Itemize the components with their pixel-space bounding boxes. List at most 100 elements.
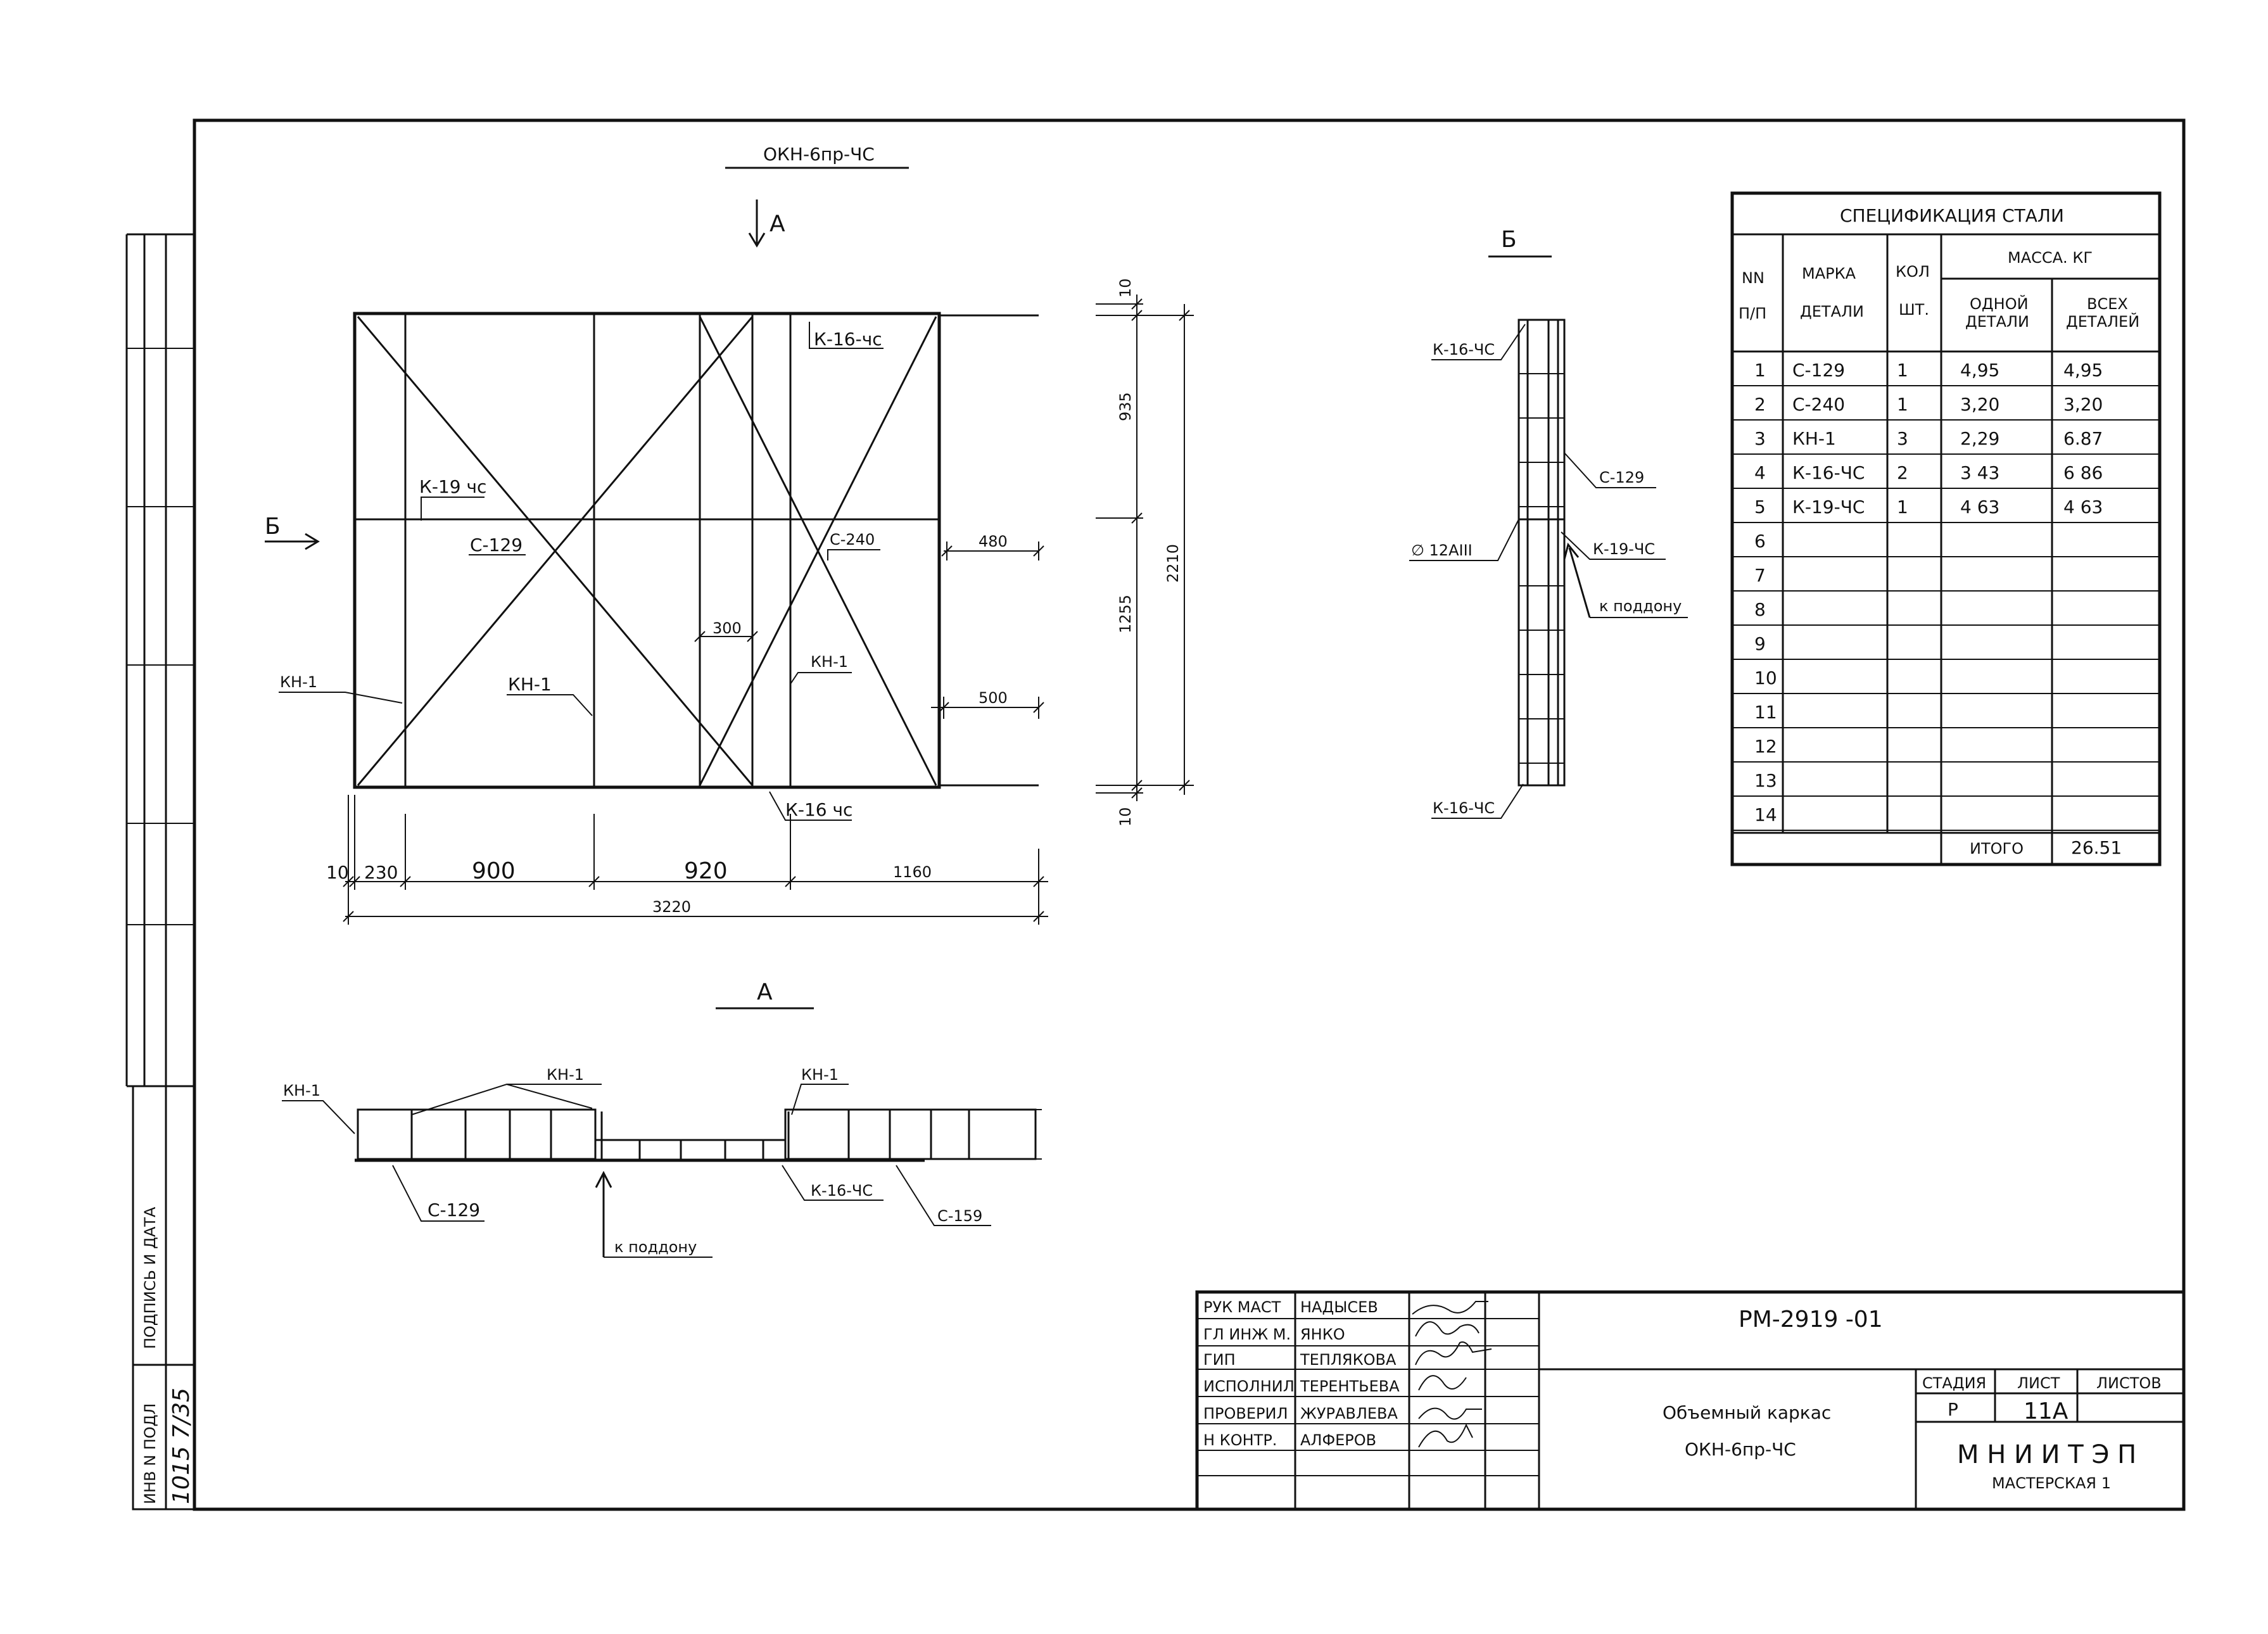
dim-horizontal-chain — [343, 795, 1048, 925]
view-arrow-b-label: Б — [265, 514, 281, 540]
title-block-role: ИСПОЛНИЛ — [1203, 1378, 1295, 1395]
dim-500-value: 500 — [979, 689, 1008, 707]
spec-cell-n: 11 — [1754, 702, 1777, 723]
label-c240: С-240 — [830, 531, 875, 548]
dim-b900: 900 — [472, 858, 516, 884]
stamp-sign-label: ПОДПИСЬ И ДАТА — [141, 1206, 159, 1349]
stage-header: СТАДИЯ — [1922, 1374, 1986, 1392]
dim-2210: 2210 — [1164, 544, 1182, 583]
spec-cell-mark: К-19-ЧС — [1792, 497, 1865, 517]
dim-vertical-chain — [1096, 294, 1194, 801]
organization-name: М Н И И Т Э П — [1957, 1440, 2136, 1469]
section-a-k16: К-16-ЧС — [811, 1182, 873, 1200]
spec-header-one-1: ОДНОЙ — [1970, 294, 2029, 313]
dim-b1160: 1160 — [893, 863, 932, 881]
spec-cell-n: 8 — [1754, 599, 1766, 620]
spec-cell-all: 4 63 — [2063, 497, 2103, 517]
spec-cell-n: 12 — [1754, 736, 1777, 757]
sheet-frame — [125, 118, 2186, 1511]
section-a-plan — [355, 1108, 1042, 1162]
spec-header-all-2: ДЕТАЛЕЙ — [2066, 312, 2139, 331]
spec-header-marka: МАРКА — [1802, 265, 1856, 282]
signatures — [1412, 1301, 1492, 1448]
section-a-c129: С-129 — [428, 1200, 480, 1220]
spec-cell-all: 6 86 — [2063, 462, 2103, 483]
spec-cell-qty: 1 — [1897, 497, 1908, 517]
spec-cell-n: 1 — [1754, 360, 1766, 381]
dim-300-value: 300 — [713, 619, 742, 637]
spec-cell-n: 9 — [1754, 633, 1766, 654]
spec-cell-mark: КН-1 — [1792, 428, 1836, 449]
label-k19: К-19 чс — [419, 476, 486, 497]
section-a-pallet-arrow — [595, 1170, 713, 1258]
cage-elevation — [353, 312, 1039, 789]
spec-cell-n: 7 — [1754, 565, 1766, 586]
spec-cell-n: 14 — [1754, 804, 1777, 825]
document-code: РМ-2919 -01 — [1739, 1307, 1883, 1333]
title-block-role: ГЛ ИНЖ М. — [1203, 1326, 1291, 1343]
title-block-role: РУК МАСТ — [1203, 1298, 1281, 1316]
section-a-to-pallet: к поддону — [614, 1238, 697, 1256]
dim-480-value: 480 — [979, 533, 1008, 550]
spec-header-nn: NN — [1742, 269, 1764, 287]
spec-cell-qty: 2 — [1897, 462, 1908, 483]
label-kh1-right: КН-1 — [811, 653, 848, 671]
spec-table-grid — [1730, 191, 2162, 866]
dim-b3220: 3220 — [652, 898, 691, 916]
dim-b10: 10 — [326, 862, 349, 883]
section-b-k16-top: К-16-ЧС — [1433, 341, 1495, 358]
section-b-c129: С-129 — [1599, 469, 1644, 486]
spec-cell-qty: 3 — [1897, 428, 1908, 449]
dim-10-top: 10 — [1117, 278, 1134, 298]
title-block-grid — [1195, 1290, 2186, 1511]
section-a-kh1-mid: КН-1 — [547, 1066, 584, 1084]
spec-header-massa: МАССА. КГ — [2008, 249, 2093, 267]
spec-header-detali: ДЕТАЛИ — [1800, 303, 1864, 320]
dim-480 — [941, 542, 1044, 560]
section-a-kh1-right: КН-1 — [801, 1066, 839, 1084]
sheets-header: ЛИСТОВ — [2096, 1374, 2162, 1392]
spec-cell-all: 6.87 — [2063, 428, 2103, 449]
spec-cell-n: 3 — [1754, 428, 1766, 449]
spec-header-one-2: ДЕТАЛИ — [1965, 313, 2029, 331]
spec-cell-n: 5 — [1754, 497, 1766, 517]
section-a-kh1-left: КН-1 — [283, 1082, 320, 1099]
spec-title: СПЕЦИФИКАЦИЯ СТАЛИ — [1840, 205, 2064, 226]
document-desc-1: Объемный каркас — [1663, 1402, 1831, 1423]
section-a-c159: С-159 — [937, 1207, 982, 1225]
title-block-person: НАДЫСЕВ — [1300, 1298, 1378, 1316]
spec-total-value: 26.51 — [2071, 837, 2122, 858]
spec-cell-mark: С-129 — [1792, 360, 1845, 381]
title-block-person: ТЕРЕНТЬЕВА — [1300, 1378, 1400, 1395]
dim-10-bottom: 10 — [1117, 807, 1134, 826]
spec-header-all-1: ВСЕХ — [2087, 295, 2128, 313]
dim-b230: 230 — [364, 862, 398, 883]
spec-cell-n: 13 — [1754, 770, 1777, 791]
title-block-person: АЛФЕРОВ — [1300, 1431, 1376, 1449]
section-b-title: Б — [1501, 227, 1517, 253]
sheet-value: 11А — [2024, 1398, 2068, 1424]
label-c129: С-129 — [470, 535, 523, 555]
label-k16-bottom: К-16 чс — [785, 799, 852, 820]
dim-300 — [694, 631, 758, 642]
view-arrow-a — [748, 200, 766, 248]
section-b-k16-bottom: К-16-ЧС — [1433, 799, 1495, 817]
label-k16-top: К-16-чс — [814, 329, 882, 350]
dim-935: 935 — [1117, 392, 1134, 421]
spec-cell-n: 2 — [1754, 394, 1766, 415]
title-block-role: ПРОВЕРИЛ — [1203, 1405, 1288, 1422]
stage-value: Р — [1948, 1399, 1958, 1420]
spec-cell-one: 3,20 — [1960, 394, 1999, 415]
section-b-pallet-arrow — [1563, 542, 1688, 618]
stamp-inv-label: ИНВ N ПОДЛ — [141, 1403, 159, 1504]
section-b-view — [1517, 319, 1566, 787]
spec-cell-n: 4 — [1754, 462, 1766, 483]
spec-header-kol: КОЛ — [1896, 263, 1930, 281]
title-block-person: ЖУРАВЛЕВА — [1300, 1405, 1398, 1422]
title-block-role: Н КОНТР. — [1203, 1431, 1277, 1449]
spec-row-lines — [1732, 385, 2160, 831]
spec-cell-mark: С-240 — [1792, 394, 1845, 415]
